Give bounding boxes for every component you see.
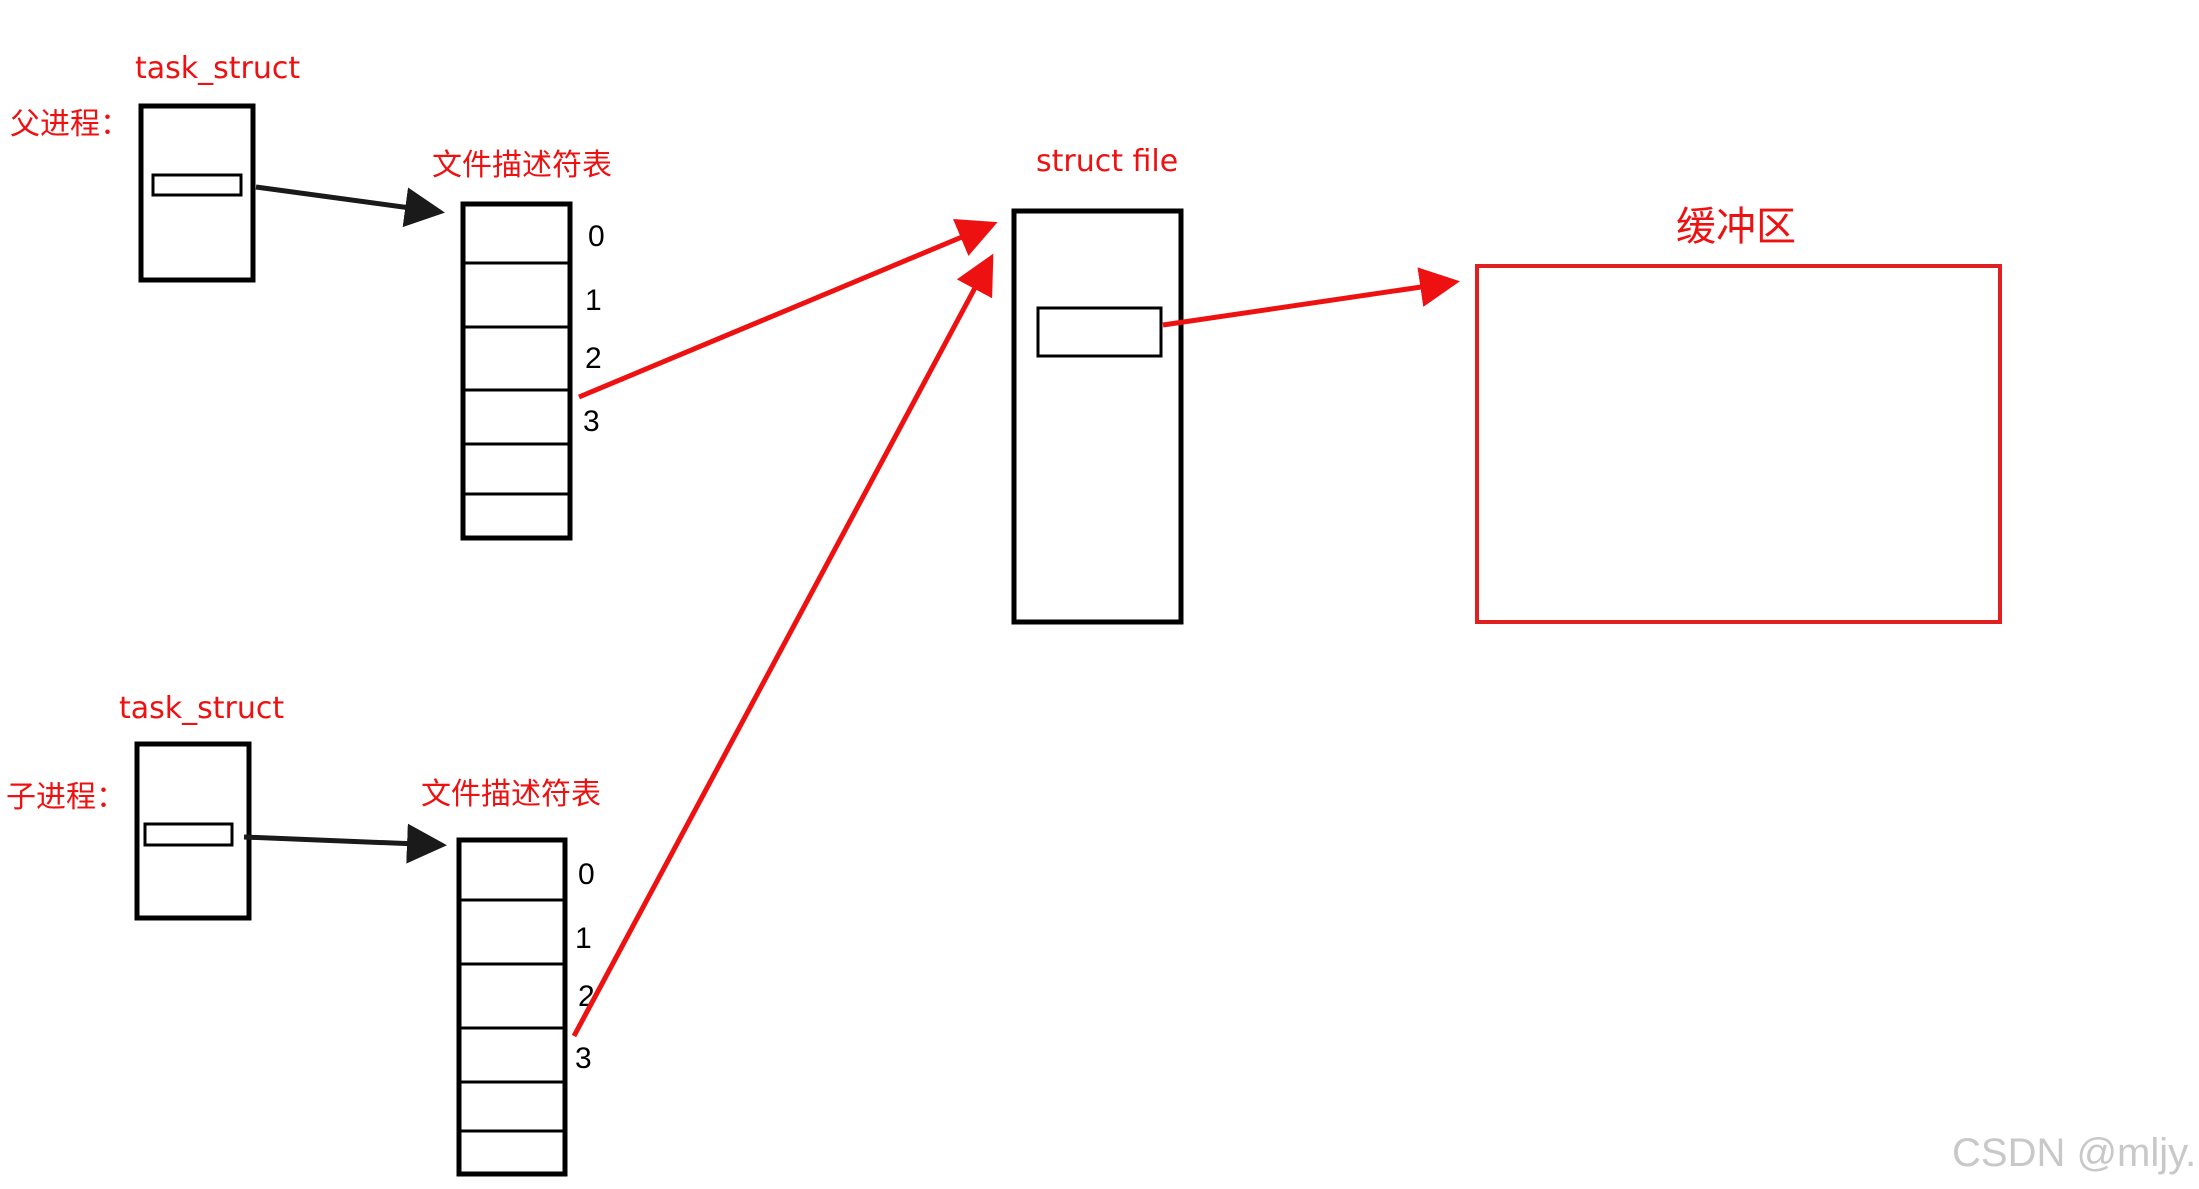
parent-fd-table-box: [460, 201, 573, 541]
child-task-struct-box: [134, 741, 252, 921]
parent-fd-index-0: 0: [588, 220, 605, 253]
child-fd-index-0: 0: [578, 858, 595, 891]
parent-fd-table: [460, 201, 573, 541]
struct-file-group: struct file: [1011, 144, 1184, 625]
parent-process-label: 父进程：: [10, 107, 130, 142]
parent-task-to-fd-table-arrow: [255, 184, 445, 228]
parent-fd3-to-struct-file-arrow: [578, 219, 998, 400]
child-fd-index-1: 1: [575, 922, 592, 955]
parent-task-struct-box: [138, 103, 256, 283]
child-task-to-fd-table-arrow: [243, 823, 447, 864]
parent-fd-table-label: 文件描述符表: [432, 148, 612, 183]
buffer-label: 缓冲区: [1676, 204, 1796, 250]
csdn-watermark: CSDN @mljy.: [1952, 1131, 2196, 1175]
child-fd3-to-struct-file-arrow: [571, 253, 994, 1038]
buffer-group: 缓冲区: [1475, 204, 2002, 624]
child-fd-index-3: 3: [575, 1042, 592, 1075]
struct-file-buffer-pointer-field: [1036, 306, 1163, 358]
child-fd-table-box: [456, 837, 568, 1177]
parent-process-group: 父进程： task_struct 文件描述符表 0 1 2 3: [10, 51, 612, 541]
child-task-struct-label: task_struct: [119, 691, 284, 726]
struct-file-label: struct file: [1036, 144, 1178, 179]
parent-task-struct-files-field: [151, 173, 243, 197]
parent-fd-index-2: 2: [585, 342, 602, 375]
child-fd-table: [456, 837, 568, 1177]
parent-task-struct-label: task_struct: [135, 51, 300, 86]
child-fd-table-label: 文件描述符表: [421, 777, 601, 812]
parent-fd-index-1: 1: [585, 284, 602, 317]
child-process-group: 子进程： task_struct 文件描述符表 0 1 2 3: [6, 691, 601, 1177]
parent-fd-index-3: 3: [583, 405, 600, 438]
struct-file-to-buffer-arrow: [1162, 267, 1460, 328]
child-task-struct-files-field: [143, 822, 234, 847]
struct-file-box: [1011, 208, 1184, 625]
buffer-box: [1475, 264, 2002, 624]
child-process-label: 子进程：: [6, 780, 126, 815]
